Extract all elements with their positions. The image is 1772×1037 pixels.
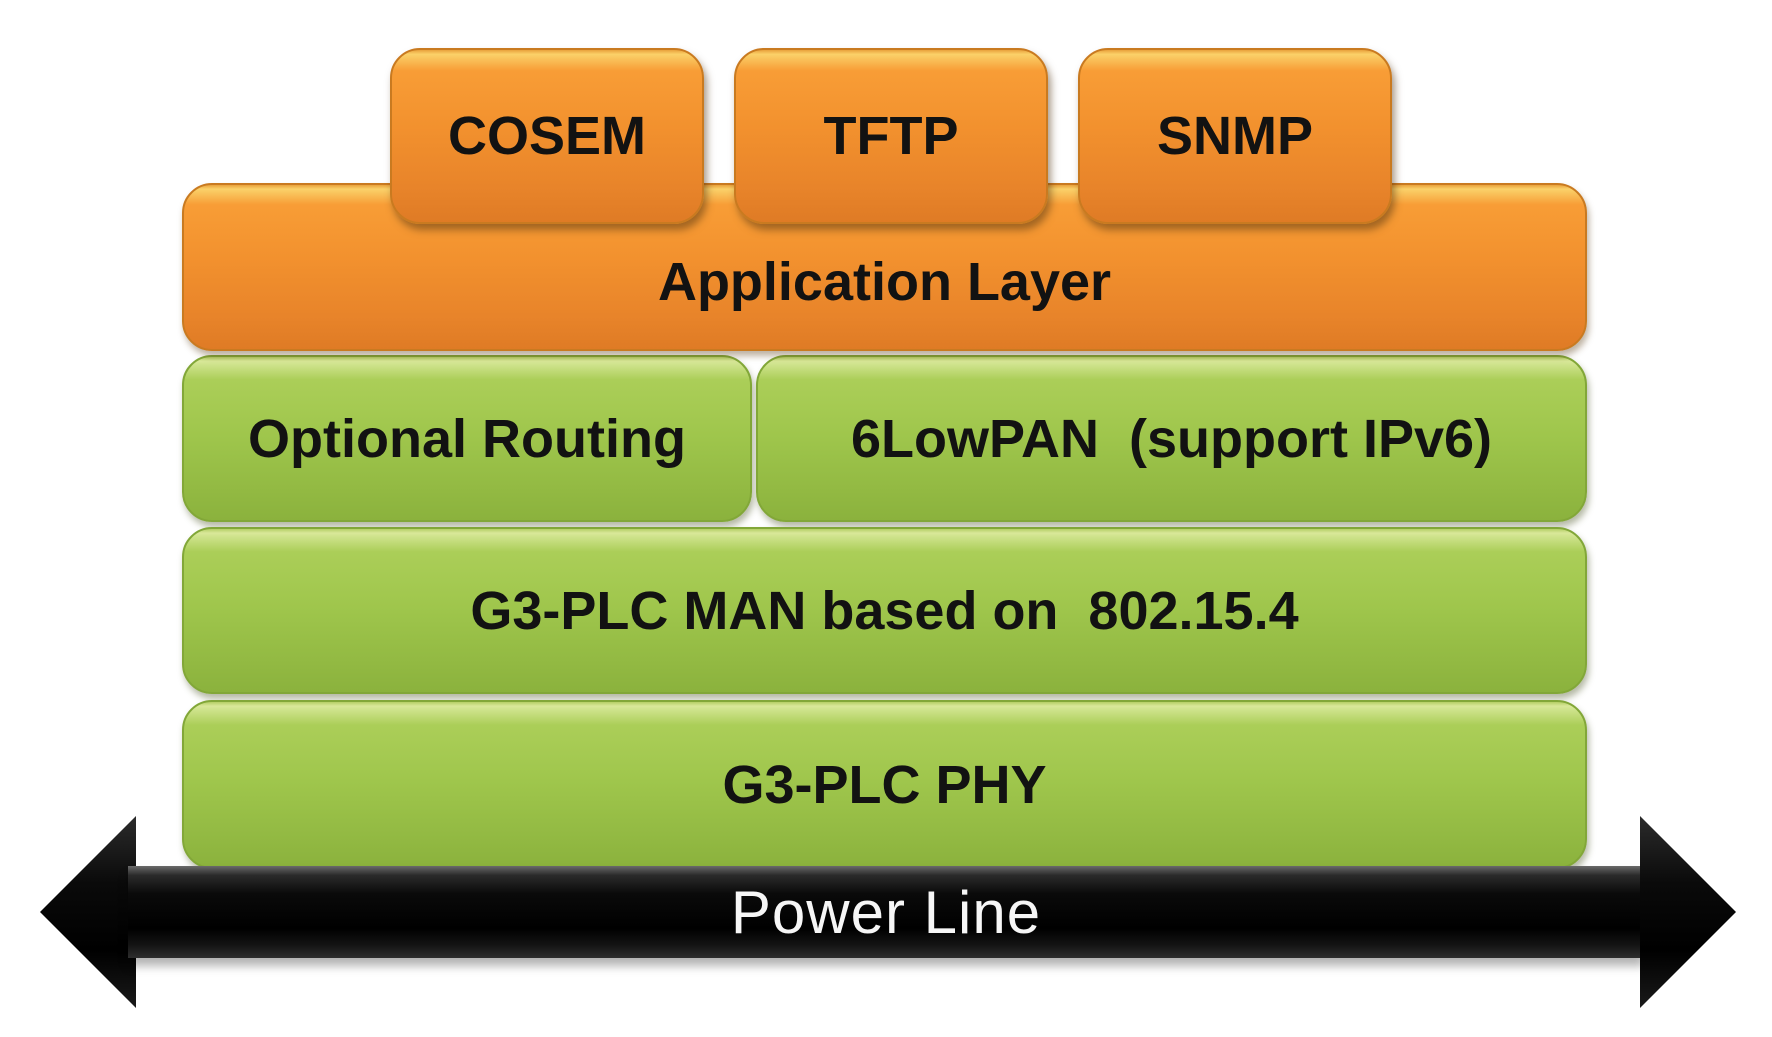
layer-g3plc-man-label: G3-PLC MAN based on 802.15.4 [470, 580, 1299, 641]
layer-g3plc-phy: G3-PLC PHY [182, 700, 1587, 869]
power-line-arrow: Power Line [128, 866, 1644, 958]
protocol-box-cosem-label: COSEM [447, 106, 647, 166]
protocol-box-tftp: TFTP [734, 48, 1048, 224]
protocol-box-snmp: SNMP [1078, 48, 1392, 224]
layer-g3plc-phy-label: G3-PLC PHY [722, 754, 1047, 815]
power-line-label: Power Line [730, 878, 1042, 946]
protocol-box-cosem: COSEM [390, 48, 704, 224]
layer-optional-routing-label: Optional Routing [248, 408, 686, 469]
power-line-arrowhead-left-icon [40, 816, 136, 1008]
layer-6lowpan: 6LowPAN (support IPv6) [756, 355, 1587, 522]
layer-optional-routing: Optional Routing [182, 355, 752, 522]
protocol-box-tftp-label: TFTP [823, 106, 959, 166]
protocol-box-snmp-label: SNMP [1156, 106, 1313, 166]
layer-application-label: Application Layer [657, 252, 1112, 312]
layer-g3plc-man: G3-PLC MAN based on 802.15.4 [182, 527, 1587, 694]
power-line-arrowhead-right-icon [1640, 816, 1736, 1008]
layer-6lowpan-label: 6LowPAN (support IPv6) [850, 408, 1493, 469]
